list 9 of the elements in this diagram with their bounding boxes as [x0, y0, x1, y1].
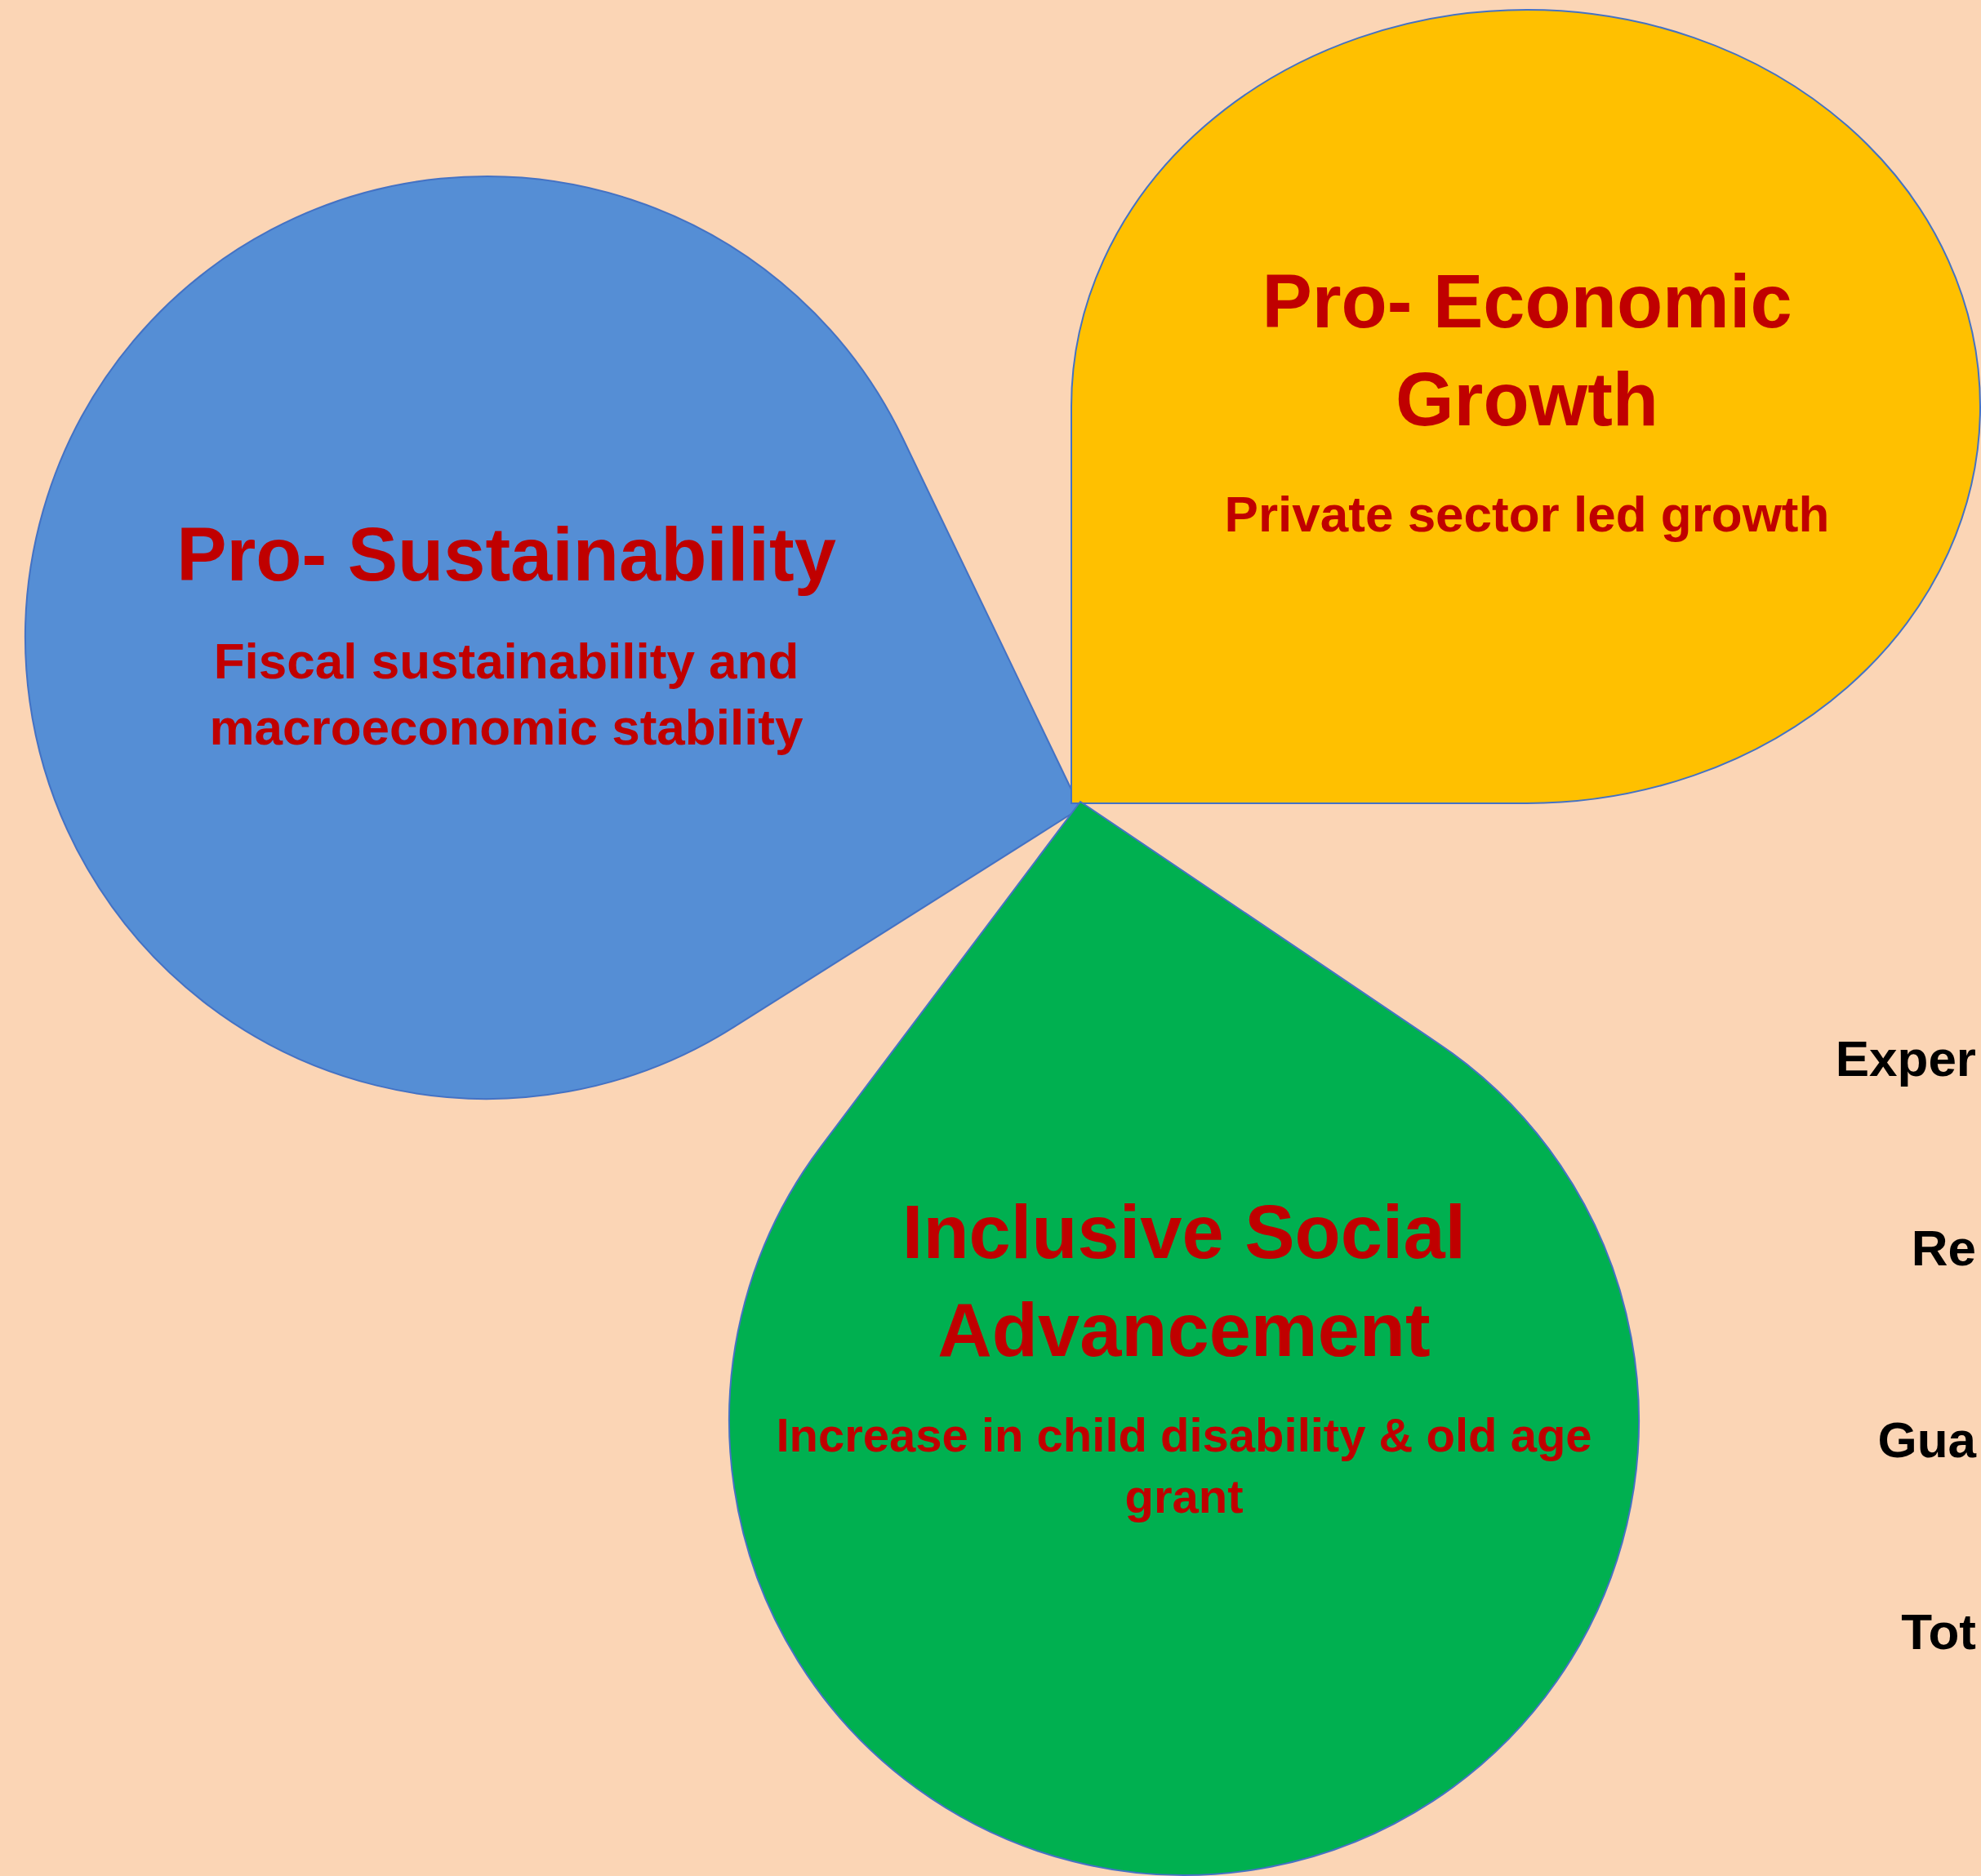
cut-off-label: Gua: [1877, 1415, 1976, 1465]
cut-off-label: Tot: [1901, 1607, 1976, 1657]
subheading: Increase in child disability & old age grant: [775, 1407, 1593, 1525]
heading: Inclusive Social Advancement: [901, 1189, 1467, 1373]
cut-off-label: Re: [1911, 1223, 1976, 1274]
subheading: Fiscal sustainability and macroeconomic stability: [208, 632, 804, 757]
subheading: Private sector led growth: [1223, 485, 1831, 544]
heading: Pro- Economic Growth: [1261, 259, 1793, 442]
heading: Pro- Sustainability: [176, 512, 837, 598]
